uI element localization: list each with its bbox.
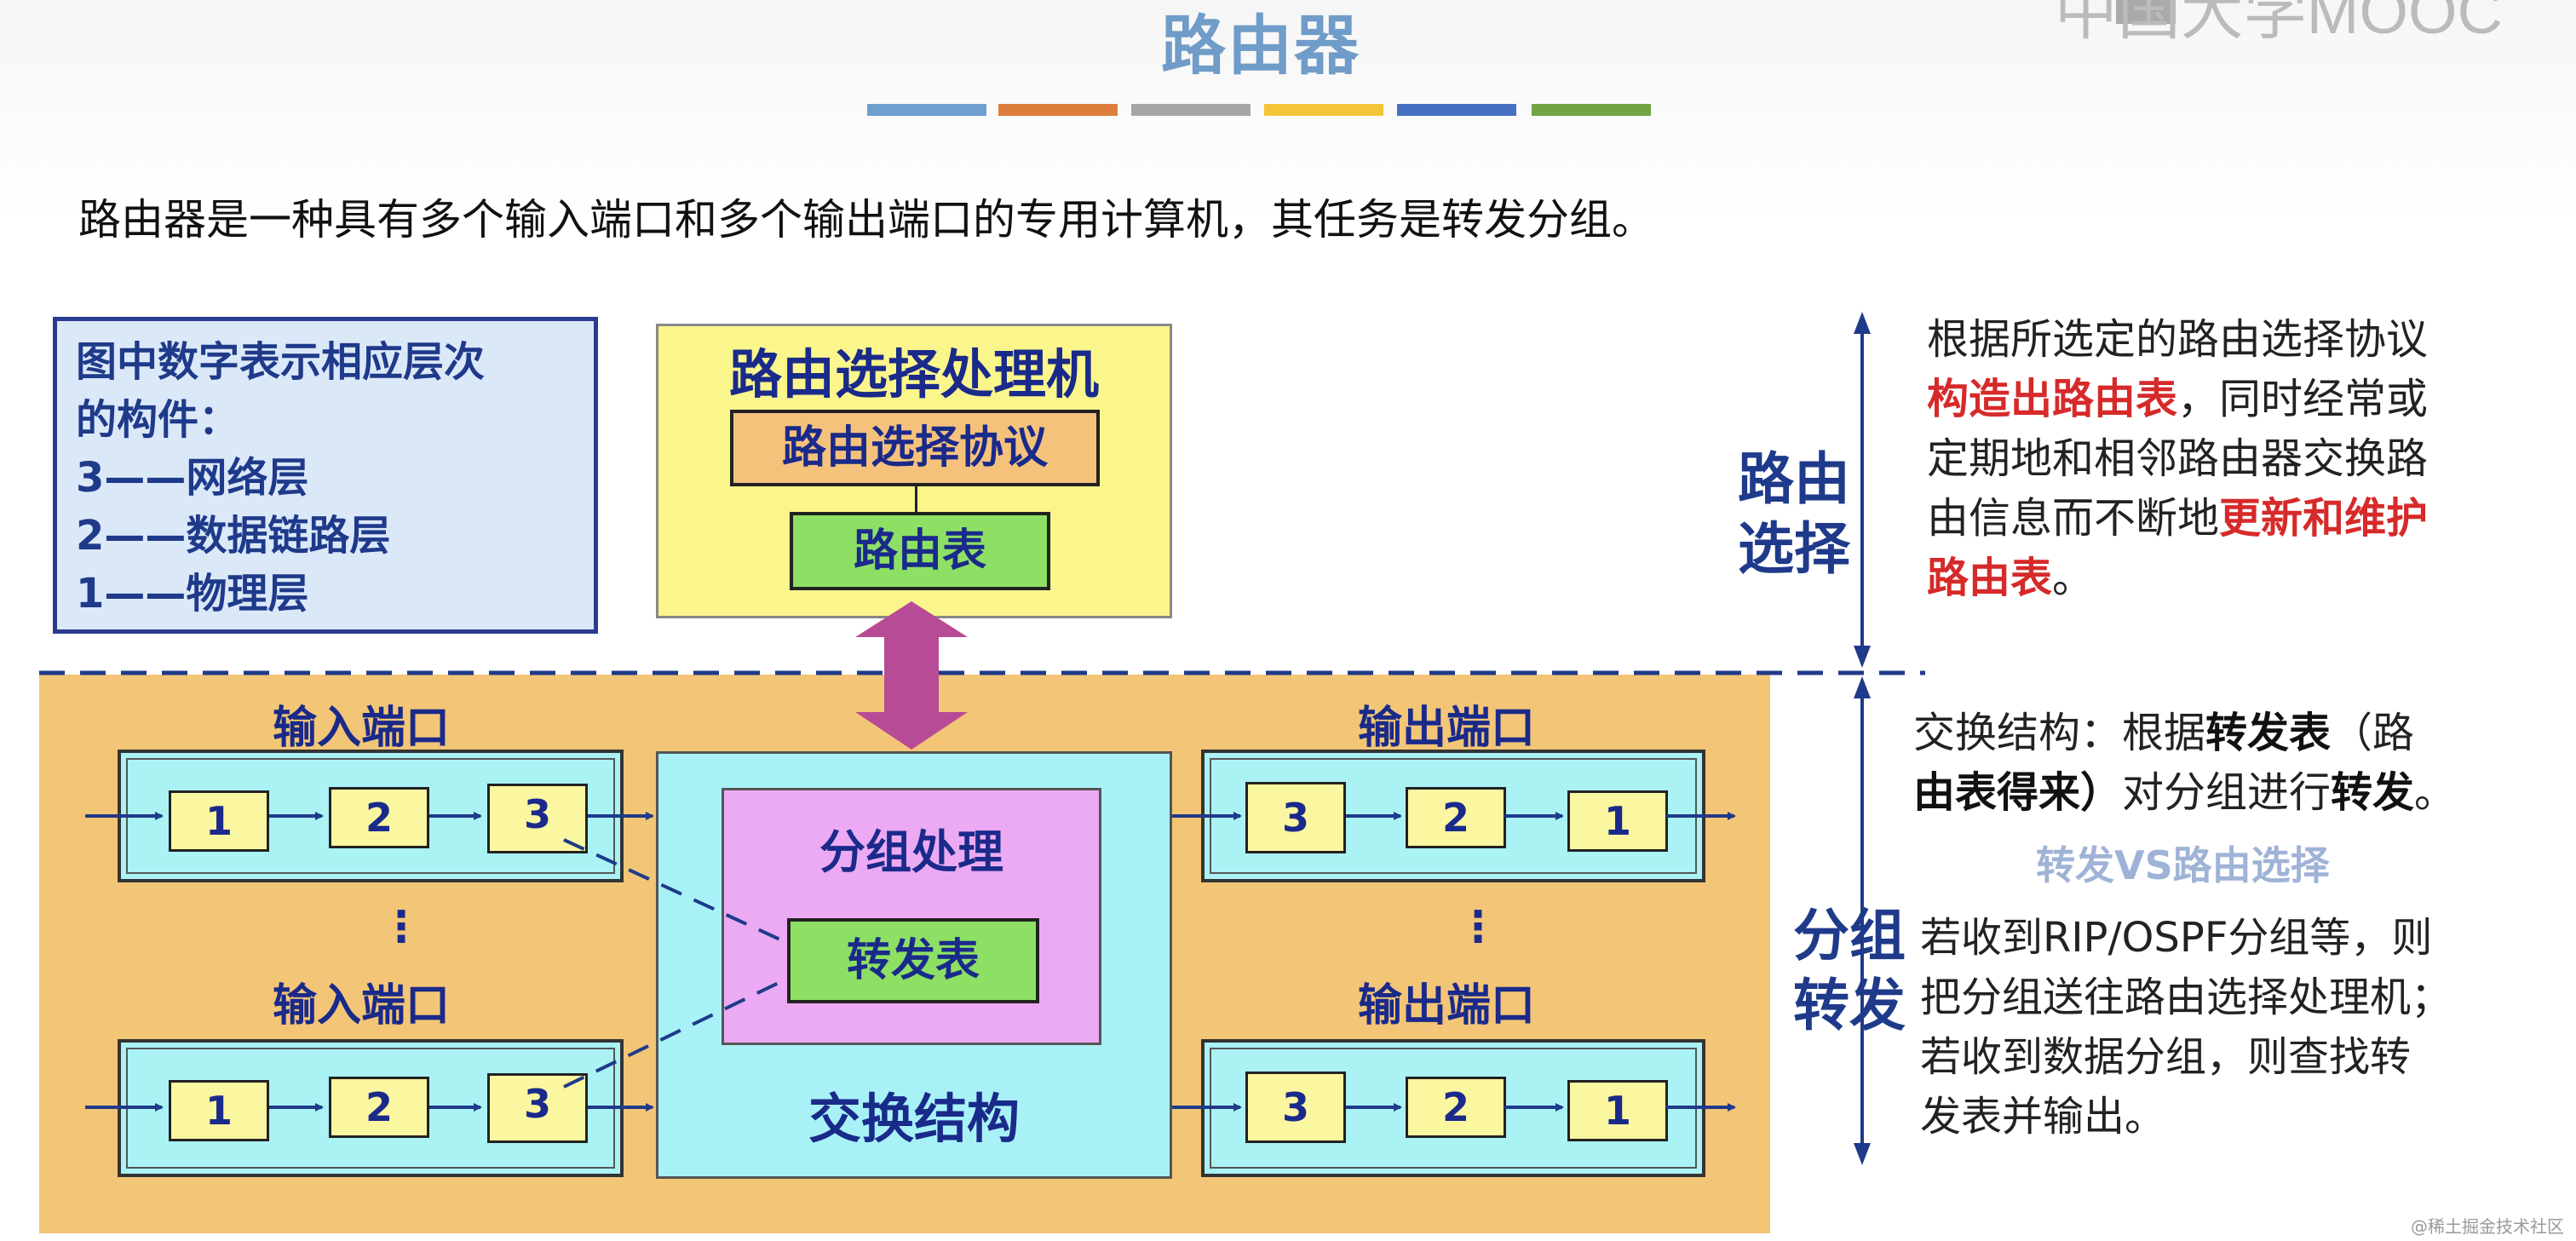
text-span: （路 [2331, 709, 2415, 757]
routing-text-line: 定期地和相邻路由器交换路 [1927, 434, 2429, 483]
color-bar-3 [1131, 104, 1251, 116]
page-title: 路由器 [1161, 8, 1360, 83]
text-span: 由信息而不断地 [1927, 494, 2220, 543]
routing-text-line: 根据所选定的路由选择协议 [1927, 315, 2429, 364]
layer-legend: 图中数字表示相应层次 的构件： 3——网络层 2——数据链路层 1——物理层 [53, 317, 598, 634]
forwarding-rule-line: 发表并输出。 [1920, 1093, 2166, 1140]
watermark: @稀土掘金技术社区 [2411, 1216, 2564, 1237]
intro-text: 路由器是一种具有多个输入端口和多个输出端口的专用计算机，其任务是转发分组。 [78, 195, 1654, 244]
color-bar-2 [998, 104, 1118, 116]
text-span: 对分组进行 [2122, 768, 2332, 817]
legend-line: 1——物理层 [76, 570, 309, 618]
arrowhead-down-icon [1854, 646, 1871, 668]
switch-fabric: 分组处理 转发表 交换结构 [656, 751, 1172, 1179]
arrowhead-up-icon [1854, 676, 1871, 698]
routing-protocol-box: 路由选择协议 [730, 410, 1100, 486]
routing-description: 根据所选定的路由选择协议 构造出路由表，同时经常或 定期地和相邻路由器交换路 由… [1927, 310, 2557, 608]
input-port-top: 1 2 3 [118, 750, 624, 882]
routing-text-line: 由信息而不断地更新和维护 [1927, 489, 2557, 549]
routing-processor-title: 路由选择处理机 [728, 343, 1099, 405]
output-port-top: 3 2 1 [1201, 750, 1705, 882]
input-cell-2: 2 [329, 1077, 429, 1138]
routing-label-line: 路由 [1738, 446, 1850, 512]
routing-section-label: 路由 选择 [1734, 445, 1854, 584]
bold-text: 转发表 [2205, 709, 2332, 757]
arrowhead-up-icon [1854, 312, 1871, 334]
mooc-logo-text: 中国大学MOOC [2054, 0, 2503, 47]
input-port-label: 输入端口 [273, 980, 451, 1031]
lookup-dashed-line [563, 978, 786, 1089]
forwarding-exchange-description: 交换结构：根据转发表（路 由表得来）对分组进行转发。 [1913, 704, 2569, 823]
output-cell-1: 1 [1567, 1080, 1668, 1141]
bold-text: 由表得来） [1913, 768, 2123, 817]
input-cell-1: 1 [169, 790, 269, 852]
arrowhead-down-icon [1854, 1143, 1871, 1165]
color-bar-6 [1532, 104, 1651, 116]
text-span: ，同时经常或 [2177, 375, 2429, 423]
input-cell-1: 1 [169, 1080, 269, 1141]
output-cell-1: 1 [1567, 790, 1668, 852]
legend-line: 3——网络层 [76, 454, 309, 502]
mooc-logo-icon [2116, 0, 2176, 24]
forwarding-rule-line: 若收到RIP/OSPF分组等，则 [1920, 914, 2433, 962]
packet-processing-box: 分组处理 转发表 [722, 788, 1101, 1045]
routing-label-line: 选择 [1738, 516, 1850, 582]
bold-text: 转发 [2331, 768, 2415, 817]
text-span: 。 [2052, 554, 2095, 602]
packet-processing-label: 分组处理 [819, 825, 1003, 879]
input-cell-2: 2 [329, 787, 429, 848]
forwarding-label-line: 转发 [1793, 973, 1906, 1038]
forwarding-section-label: 分组 转发 [1777, 901, 1922, 1046]
forwarding-rules: 若收到RIP/OSPF分组等，则 把分组送往路由选择处理机； 若收到数据分组，则… [1920, 908, 2574, 1146]
legend-line: 图中数字表示相应层次 [76, 338, 486, 386]
protocol-table-connector [915, 486, 917, 512]
forwarding-vs-routing: 转发VS路由选择 [2036, 842, 2330, 888]
forwarding-rule-line: 把分组送往路由选择处理机； [1920, 974, 2452, 1021]
legend-line: 的构件： [76, 396, 240, 444]
text-span: 。 [2414, 768, 2457, 817]
output-port-label: 输出端口 [1358, 703, 1536, 754]
text-span: 交换结构：根据 [1913, 709, 2206, 757]
forwarding-text-line: 由表得来）对分组进行转发。 [1913, 763, 2569, 823]
input-port-label: 输入端口 [273, 703, 451, 754]
highlight-text: 更新和维护 [2219, 494, 2429, 543]
forwarding-rule-line: 若收到数据分组，则查找转 [1920, 1033, 2412, 1081]
color-bar-4 [1264, 104, 1383, 116]
output-cell-3: 3 [1245, 1072, 1346, 1143]
legend-line: 2——数据链路层 [76, 512, 391, 560]
output-cell-2: 2 [1406, 787, 1506, 848]
routing-processor: 路由选择处理机 路由选择协议 路由表 [656, 324, 1172, 618]
highlight-text: 路由表 [1927, 554, 2053, 602]
color-bar-5 [1397, 104, 1516, 116]
forwarding-text-line: 交换结构：根据转发表（路 [1913, 704, 2569, 763]
output-port-label: 输出端口 [1358, 980, 1536, 1031]
routing-text-line: 构造出路由表，同时经常或 [1927, 370, 2557, 429]
color-bar-1 [867, 104, 986, 116]
forwarding-table-box: 转发表 [787, 918, 1039, 1003]
output-port-bottom: 3 2 1 [1201, 1039, 1705, 1177]
output-cell-3: 3 [1245, 782, 1346, 853]
bidirectional-arrow-icon [855, 601, 968, 750]
lookup-dashed-line [563, 838, 786, 944]
highlight-text: 构造出路由表 [1927, 375, 2178, 423]
routing-table-box: 路由表 [790, 512, 1050, 590]
forwarding-label-line: 分组 [1793, 903, 1906, 968]
routing-text-line: 路由表。 [1927, 549, 2557, 608]
input-cell-3: 3 [487, 784, 588, 853]
switch-fabric-title: 交换结构 [808, 1088, 1020, 1150]
